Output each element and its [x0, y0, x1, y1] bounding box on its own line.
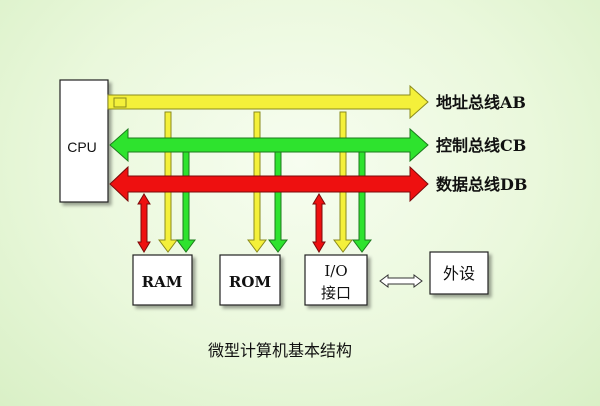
- data-link-ram: [137, 193, 151, 253]
- peripheral-label: 外设: [443, 264, 475, 283]
- cpu-label: CPU: [67, 139, 97, 155]
- control-bus: [109, 127, 429, 163]
- address-bus: [107, 84, 429, 120]
- io-label-top: I/O: [324, 262, 347, 280]
- diagram-caption: 微型计算机基本结构: [208, 341, 352, 360]
- rom-label: ROM: [229, 273, 271, 291]
- control-drop-io: [352, 149, 372, 253]
- control-drop-ram: [176, 149, 196, 253]
- ram-label: RAM: [142, 273, 183, 291]
- io-label-bottom: 接口: [321, 284, 351, 302]
- address-bus-label: 地址总线AB: [436, 93, 526, 112]
- io-peripheral-link: [379, 274, 423, 288]
- control-bus-drops: [176, 149, 372, 253]
- peripheral-block: 外设: [429, 251, 489, 295]
- control-bus-label: 控制总线CB: [436, 136, 526, 155]
- cpu-block: CPU: [59, 79, 109, 203]
- address-bus-port: [113, 97, 127, 108]
- io-interface-block: I/O 接口: [304, 254, 368, 306]
- ram-block: RAM: [132, 254, 193, 306]
- data-bus: [109, 165, 429, 203]
- control-drop-rom: [268, 149, 288, 253]
- rom-block: ROM: [219, 254, 281, 306]
- data-link-io: [312, 193, 326, 253]
- data-bus-label: 数据总线DB: [436, 175, 527, 194]
